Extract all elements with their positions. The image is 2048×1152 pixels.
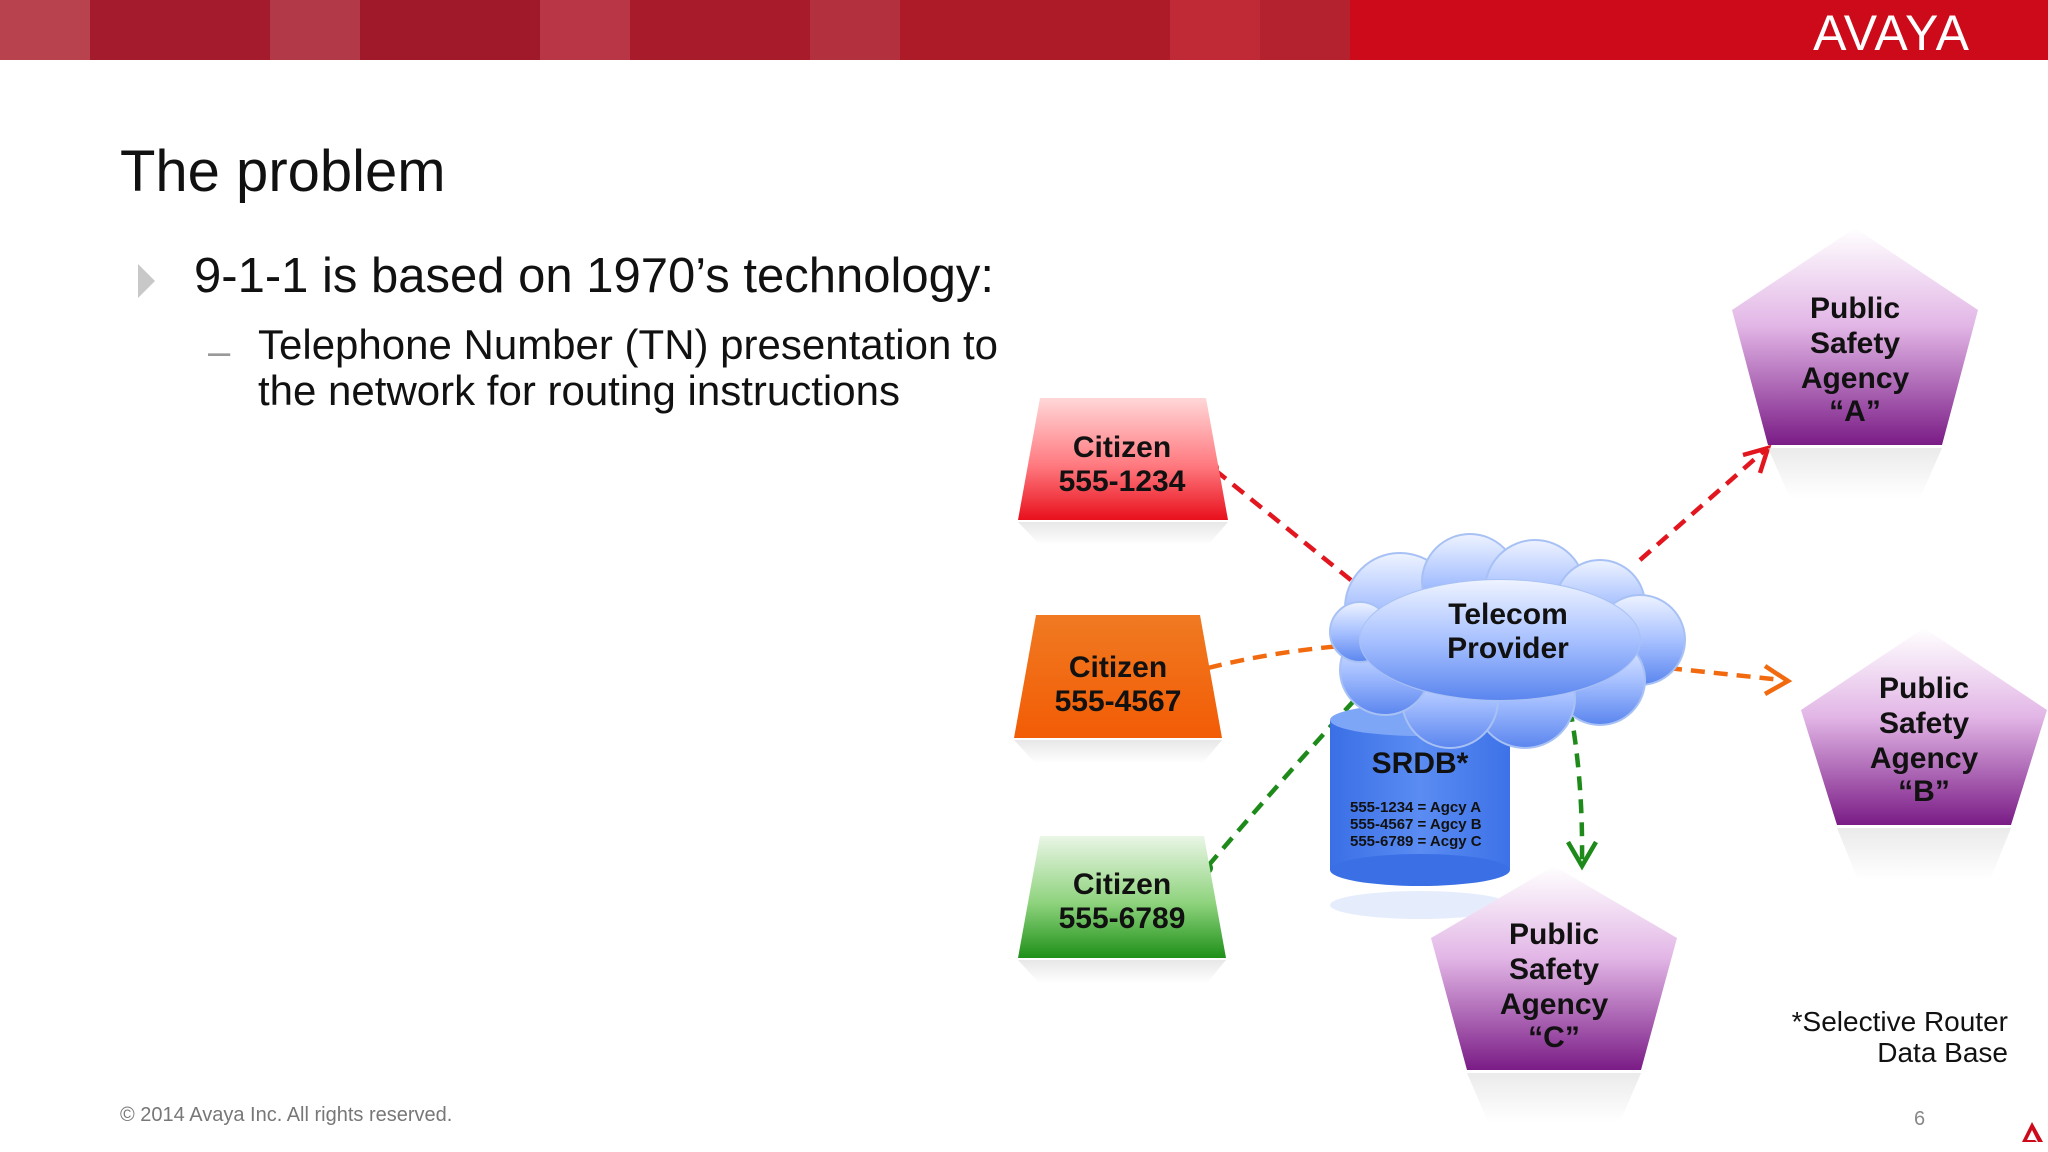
agency-a-line-3: Agency [1801, 362, 1910, 395]
citizen-4567-name: Citizen [1069, 651, 1167, 684]
citizen-6789-number: 555-6789 [1059, 902, 1186, 935]
cloud-line-1: Telecom [1448, 598, 1568, 631]
citizen-4567-number: 555-4567 [1055, 685, 1182, 718]
telecom-cloud: Telecom Provider [1329, 533, 1686, 749]
citizen-1234: Citizen 555-1234 [1018, 398, 1228, 545]
bullet-arrow-icon [138, 264, 155, 298]
agency-b-line-4: “B” [1898, 775, 1950, 808]
srdb-row-1: 555-1234 = Agcy A [1350, 799, 1481, 816]
avaya-corner-logo-icon [2022, 1122, 2043, 1142]
agency-c-line-3: Agency [1500, 988, 1609, 1021]
agency-a: Public Safety Agency “A” [1732, 228, 1978, 498]
citizen-1234-name: Citizen [1073, 431, 1171, 464]
sub-bullet-text: Telephone Number (TN) presentation to th… [258, 321, 999, 414]
citizen-6789: Citizen 555-6789 [1018, 836, 1226, 984]
header-band: AVAYA [0, 0, 2048, 60]
bullet-text: 9-1-1 is based on 1970’s technology: [194, 249, 994, 303]
agency-a-line-1: Public [1810, 292, 1900, 325]
flow-arrows [1201, 444, 1793, 874]
agency-b-line-2: Safety [1879, 707, 1969, 740]
copyright: © 2014 Avaya Inc. All rights reserved. [120, 1104, 453, 1126]
footnote: *Selective Router Data Base [1760, 1006, 2008, 1068]
srdb-row-3: 555-6789 = Acgy C [1350, 833, 1482, 850]
agency-a-line-4: “A” [1829, 395, 1881, 428]
route-arrow-green-in [1206, 690, 1364, 868]
agency-b-line-3: Agency [1870, 742, 1979, 775]
agency-a-line-2: Safety [1810, 327, 1900, 360]
agency-c: Public Safety Agency “C” [1431, 866, 1677, 1122]
slide-title: The problem [120, 139, 446, 204]
citizen-6789-name: Citizen [1073, 868, 1171, 901]
sub-bullet-dash: – [208, 330, 231, 374]
page-number: 6 [1914, 1108, 1926, 1130]
route-arrow-red-out [1638, 448, 1767, 562]
footnote-line-2: Data Base [1877, 1037, 2008, 1068]
footnote-line-1: *Selective Router [1791, 1006, 2008, 1037]
cloud-line-2: Provider [1447, 632, 1569, 665]
srdb-row-2: 555-4567 = Agcy B [1350, 816, 1482, 833]
agency-c-line-2: Safety [1509, 953, 1599, 986]
citizen-1234-number: 555-1234 [1059, 465, 1186, 498]
citizen-4567: Citizen 555-4567 [1014, 615, 1222, 764]
avaya-logo: AVAYA [1813, 5, 1970, 60]
route-arrow-orange-out [1667, 665, 1783, 683]
route-arrow-orange-in [1207, 642, 1356, 671]
srdb-title: SRDB* [1372, 747, 1469, 780]
agency-b-line-1: Public [1879, 672, 1969, 705]
agency-c-line-4: “C” [1528, 1021, 1580, 1054]
agency-b: Public Safety Agency “B” [1801, 628, 2047, 880]
route-arrow-green-out [1567, 707, 1585, 861]
agency-c-line-1: Public [1509, 918, 1599, 951]
